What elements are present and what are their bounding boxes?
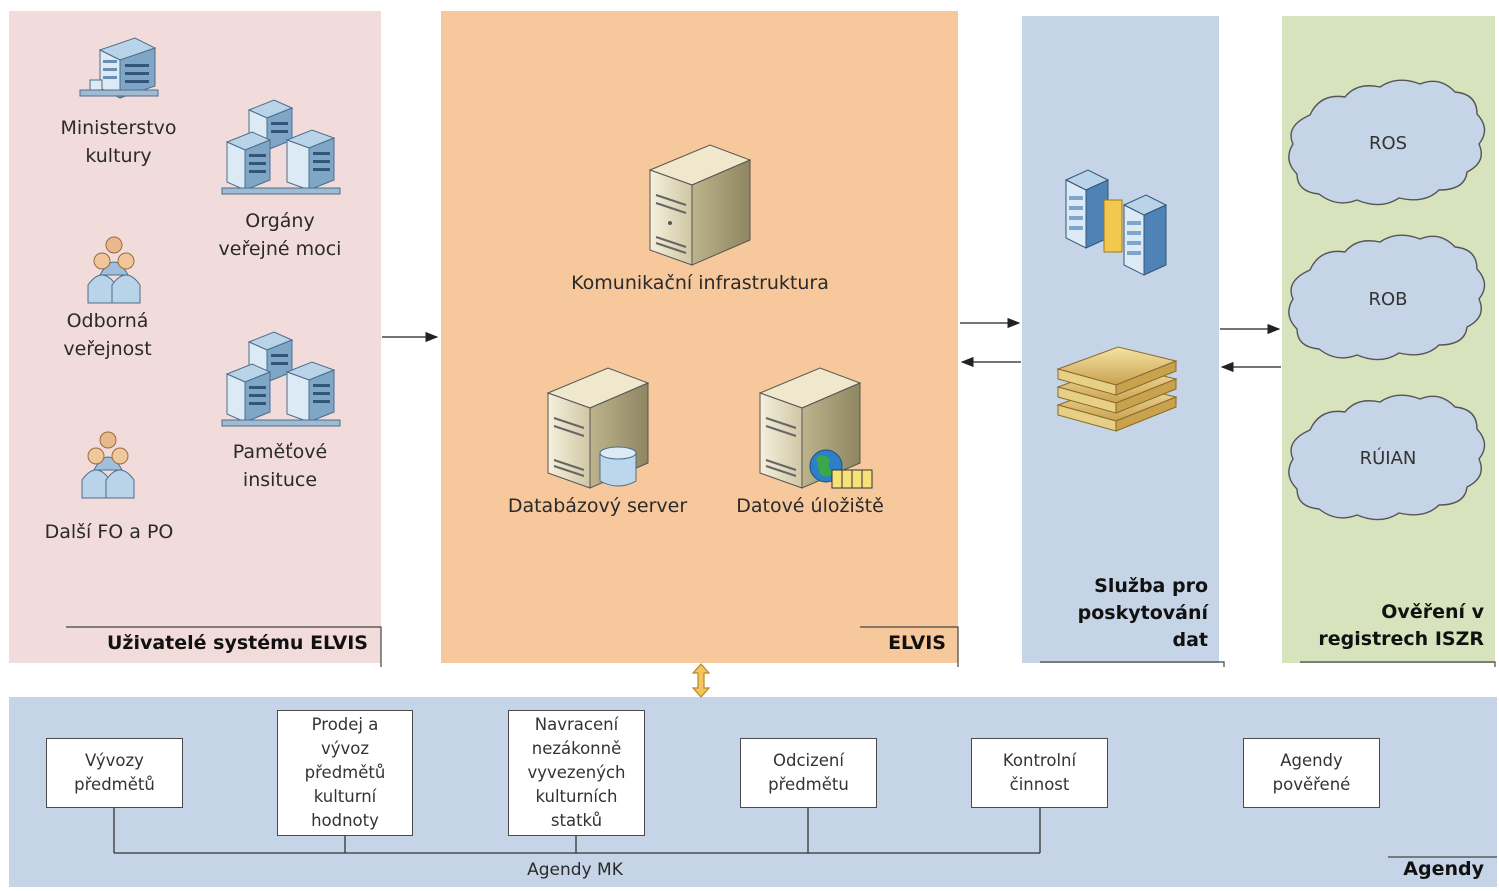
user-dalsi-label: Další FO a PO: [24, 518, 194, 546]
cloud-ros: [1288, 79, 1486, 206]
label-line: veřejné moci: [218, 238, 342, 260]
database-icon: [599, 446, 637, 487]
label-line: Orgány: [245, 210, 315, 232]
label-line: Paměťové: [232, 441, 328, 463]
agenda-vyvozy: Vývozy předmětů: [46, 738, 183, 808]
globe-icon: [809, 449, 873, 489]
agenda-poverene: Agendy pověřené: [1243, 738, 1380, 808]
people-group-icon: [81, 431, 135, 499]
service-panel-title: Služba pro poskytování dat: [1030, 573, 1208, 654]
document-stack-icon: [1056, 346, 1178, 432]
cloud-ruian: [1288, 394, 1486, 521]
agenda-navraceni: Navracení nezákonně vyvezených kulturníc…: [508, 710, 645, 836]
buildings-group-icon: [221, 99, 341, 195]
register-rob-label: ROB: [1368, 289, 1408, 310]
agendy-panel-title: Agendy: [1403, 858, 1484, 880]
storage-server-icon: [758, 367, 873, 489]
people-group-icon: [87, 236, 141, 304]
data-storage-label: Datové úložiště: [736, 495, 884, 517]
agenda-prodej: Prodej a vývoz předmětů kulturní hodnoty: [277, 710, 413, 836]
elvis-panel: [441, 11, 958, 663]
label-line: Další FO a PO: [44, 521, 174, 543]
comm-infra-label: Komunikační infrastruktura: [571, 272, 829, 294]
title-line: dat: [1172, 629, 1208, 651]
buildings-group-icon: [221, 331, 341, 427]
building-icon: [79, 37, 159, 99]
user-organy-label: Orgány veřejné moci: [200, 207, 360, 263]
cloud-rob: [1288, 234, 1486, 361]
label-line: Ministerstvo: [60, 117, 177, 139]
agenda-odcizeni: Odcizení předmětu: [740, 738, 877, 808]
agendy-mk-label: Agendy MK: [510, 858, 640, 882]
double-arrow-icon: [691, 663, 711, 698]
service-panel: [1022, 16, 1219, 663]
db-server-label: Databázový server: [507, 495, 688, 517]
title-line: Služba pro: [1094, 575, 1208, 597]
title-line: Ověření v: [1381, 601, 1484, 623]
label-line: insituce: [242, 469, 318, 491]
label-line: kultury: [85, 145, 152, 167]
user-ministerstvo-label: Ministerstvo kultury: [36, 114, 201, 170]
cloud-shapes: [1288, 79, 1486, 521]
label-line: veřejnost: [63, 338, 152, 360]
agendy-mk-connector: [113, 807, 1041, 854]
agenda-kontrolni: Kontrolní činnost: [971, 738, 1108, 808]
title-line: poskytování: [1077, 602, 1208, 624]
database-server-icon: [546, 367, 650, 489]
server-icon: [648, 144, 752, 266]
elvis-panel-title: ELVIS: [888, 632, 946, 654]
registers-panel-title: Ověření v registrech ISZR: [1290, 599, 1484, 653]
title-line: registrech ISZR: [1318, 628, 1484, 650]
label-line: Odborná: [66, 310, 149, 332]
users-panel-title: Uživatelé systému ELVIS: [106, 632, 368, 654]
user-odborna-label: Odborná veřejnost: [40, 307, 175, 363]
register-ruian-label: RÚIAN: [1359, 448, 1417, 469]
register-ros-label: ROS: [1368, 133, 1408, 154]
user-pametove-label: Paměťové insituce: [200, 438, 360, 494]
users-panel: [9, 11, 381, 663]
server-rack-icon: [1064, 169, 1168, 276]
